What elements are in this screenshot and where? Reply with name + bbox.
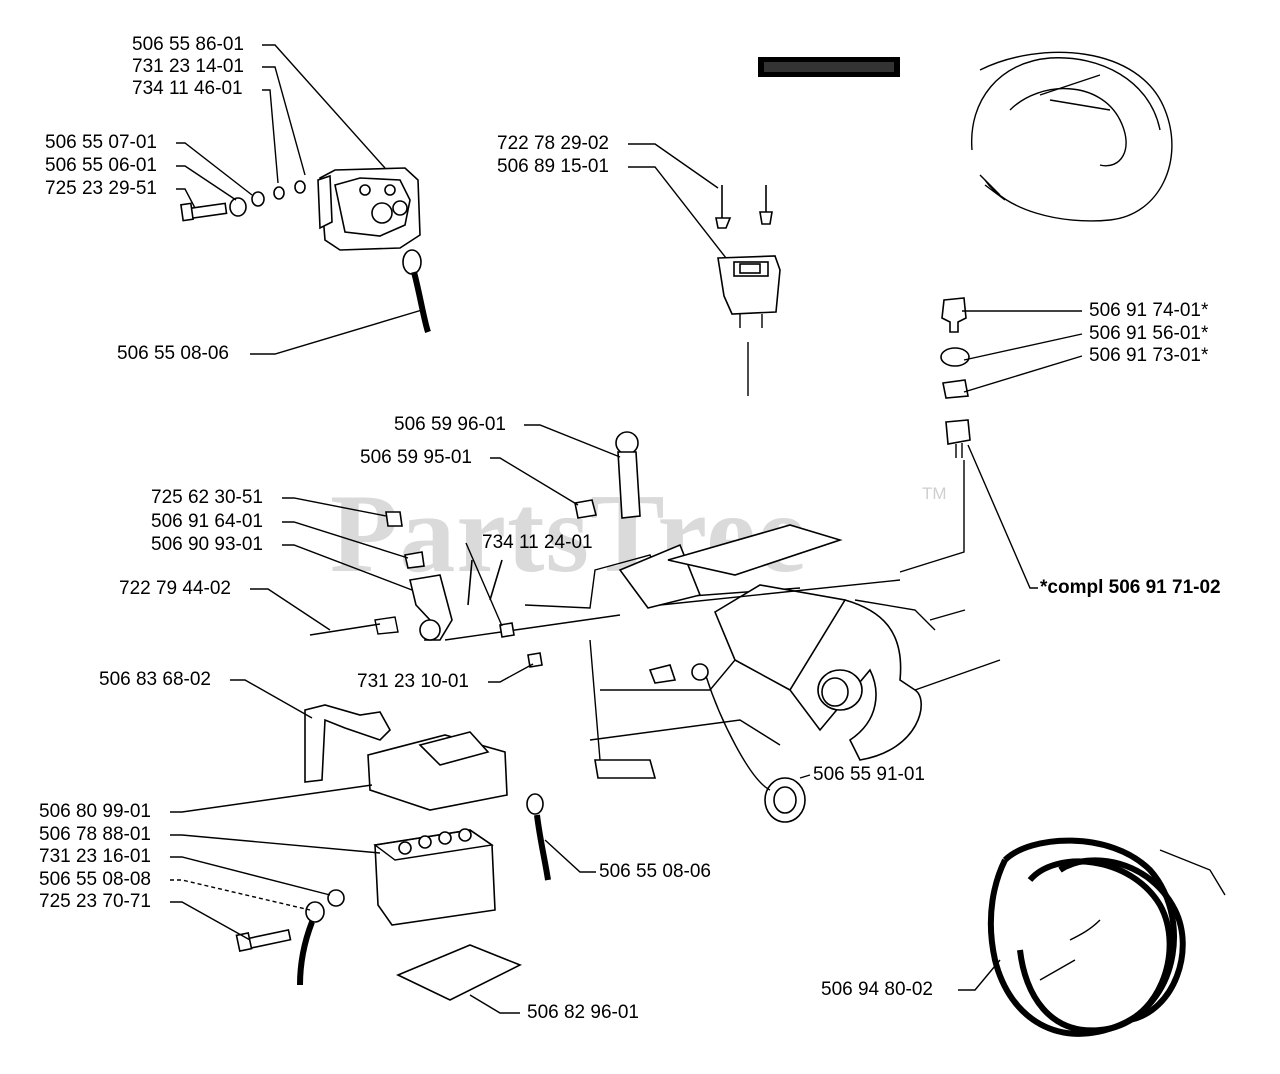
watermark-trademark: TM [922,484,947,503]
part-number-callout: 506 91 74-01* [1089,300,1209,321]
part-number-callout: 506 59 96-01 [394,414,506,435]
part-number-callout: 506 55 91-01 [813,764,925,785]
part-number-callout: 722 79 44-02 [119,578,231,599]
part-number-callout: 506 89 15-01 [497,156,609,177]
part-number-callout: 725 62 30-51 [151,487,263,508]
key-switch-assembly [899,297,971,573]
part-number-callout: 506 82 96-01 [527,1002,639,1023]
part-number-callout: 506 90 93-01 [151,534,263,555]
part-number-callout: 506 94 80-02 [821,979,933,1000]
complete-assembly-note: *compl 506 91 71-02 [1040,577,1221,598]
part-number-callout: 506 91 56-01* [1089,323,1209,344]
part-number-callout: 506 59 95-01 [360,447,472,468]
connector-assembly [715,185,781,396]
part-number-callout: 506 83 68-02 [99,669,211,690]
part-number-callout: 506 78 88-01 [39,824,151,845]
part-number-callout: 506 55 08-06 [599,861,711,882]
wiring-loop-top [758,51,1173,222]
part-number-callout: 506 91 64-01 [151,511,263,532]
part-number-callout: 725 23 29-51 [45,178,157,199]
part-number-callout: 506 55 08-08 [39,869,151,890]
part-number-callout: 506 80 99-01 [39,801,151,822]
part-number-callout: 506 55 08-06 [117,343,229,364]
part-number-callout: 725 23 70-71 [39,891,151,912]
battery-assembly [235,704,551,1001]
part-number-callout: 731 23 16-01 [39,846,151,867]
part-number-callout: 506 55 07-01 [45,132,157,153]
wiring-harness [987,837,1226,1037]
part-number-callout: 731 23 10-01 [357,671,469,692]
part-number-callout: 734 11 46-01 [132,78,243,99]
solenoid-assembly [180,167,431,333]
mower-body [309,431,1001,823]
part-number-callout: 506 91 73-01* [1089,345,1209,366]
part-number-callout: 506 55 86-01 [132,34,244,55]
part-number-callout: 734 11 24-01 [482,532,593,553]
part-number-callout: 506 55 06-01 [45,155,157,176]
watermark: PartsTree [330,472,808,596]
part-number-callout: 722 78 29-02 [497,133,609,154]
part-number-callout: 731 23 14-01 [132,56,244,77]
leader-lines [170,44,1083,1014]
